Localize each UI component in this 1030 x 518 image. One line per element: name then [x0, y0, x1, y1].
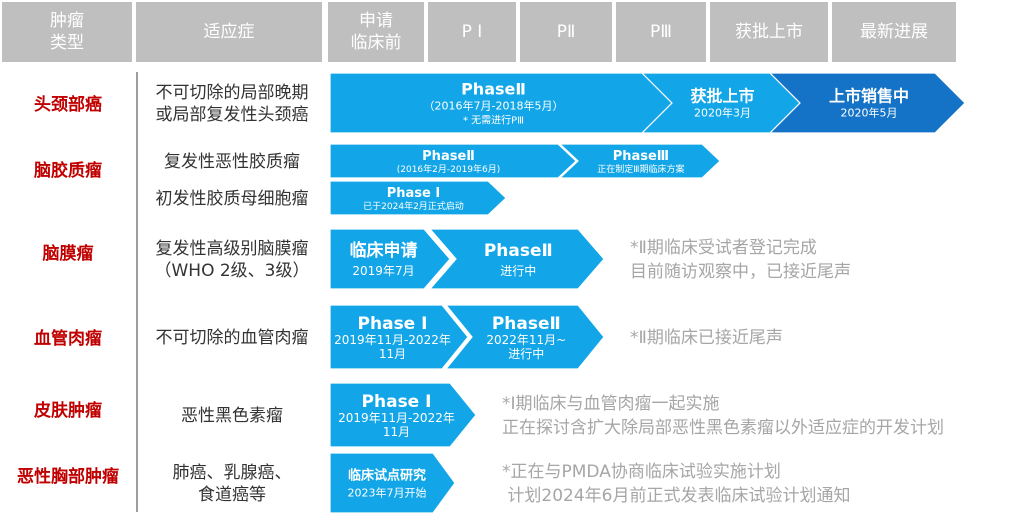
header-cell: P Ⅰ [462, 22, 483, 42]
stage-label: PhaseⅢ [613, 149, 669, 164]
stage-arrow [329, 304, 469, 370]
stage-date: 2023年7月开始 [348, 486, 427, 500]
indication-label: 恶性黑色素瘤 [181, 406, 283, 426]
stage-date: 2019年7月 [352, 264, 414, 278]
stage-date: （2016年7月-2018年5月） [424, 99, 564, 113]
stage-date: (2016年2月-2019年6月) [397, 163, 501, 175]
stage-arrow [444, 304, 605, 370]
header-cell: 申请临床前 [351, 11, 402, 53]
header-cell-bg [520, 2, 612, 62]
indication-label: 复发性恶性胶质瘤 [164, 152, 300, 172]
stage-label: 上市销售中 [829, 87, 909, 106]
tumor-type-label: 脑膜瘤 [43, 243, 94, 264]
progress-note: *Ⅱ期临床受试者登记完成目前随访观察中，已接近尾声 [630, 238, 851, 282]
stage-note: * 无需进行PⅢ [463, 114, 524, 127]
header-cell-bg [136, 2, 322, 62]
progress-note: *Ⅰ期临床与血管肉瘤一起实施正在探讨含扩大除局部恶性黑色素瘤以外适应症的开发计划 [502, 394, 944, 438]
stage-date: 2020年5月 [841, 106, 898, 120]
indication-label: 不可切除的血管肉瘤 [156, 328, 309, 348]
header-cell-bg [428, 2, 516, 62]
tumor-type-label: 血管肉瘤 [34, 328, 102, 349]
stage-label: PhaseⅡ [461, 80, 526, 99]
tumor-type-label: 恶性胸部肿瘤 [17, 466, 119, 487]
stage-label: PhaseⅡ [484, 241, 553, 261]
header-cell: 获批上市 [735, 22, 803, 42]
stage-arrow [329, 180, 507, 216]
stage-arrow [558, 143, 721, 179]
header-cell: 适应症 [204, 22, 255, 42]
stage-arrow [768, 72, 966, 134]
header-cell: 最新进展 [860, 22, 928, 42]
header-cell-bg [2, 2, 132, 62]
tumor-type-label: 头颈部癌 [34, 94, 102, 115]
stage-date: 已于2024年2月正式启动 [363, 200, 464, 212]
stage-date: 2022年11月~进行中 [486, 333, 566, 361]
stage-date: 2020年3月 [694, 106, 751, 120]
stage-label: Phase Ⅰ [358, 314, 428, 334]
stage-date: 进行中 [500, 263, 536, 278]
stage-label: 临床试点研究 [348, 468, 426, 484]
stage-arrow [329, 143, 577, 179]
stage-label: 获批上市 [690, 87, 754, 106]
header-cell: PⅢ [650, 22, 672, 42]
header-cell: PⅡ [557, 22, 576, 42]
stage-date: 正在制定Ⅲ期临床方案 [597, 163, 684, 175]
indication-label: 肺癌、乳腺癌、食道癌等 [173, 463, 292, 505]
stage-label: PhaseⅡ [422, 149, 475, 164]
stage-label: Phase Ⅰ [387, 186, 440, 201]
tumor-type-label: 脑胶质瘤 [34, 160, 102, 181]
header-cell: 肿瘤类型 [50, 11, 84, 53]
stage-arrow [329, 228, 451, 290]
progress-note: *正在与PMDA协商临床试验实施计划 计划2024年6月前正式发表临床试验计划通… [502, 462, 850, 506]
indication-label: 不可切除的局部晚期或局部复发性头颈癌 [156, 83, 309, 125]
header-cell-bg [832, 2, 956, 62]
indication-label: 初发性胶质母细胞瘤 [156, 189, 309, 209]
header-cell-bg [710, 2, 828, 62]
header-cell-bg [328, 2, 424, 62]
indication-label: 复发性高级别脑膜瘤（WHO 2级、3级） [154, 239, 309, 281]
stage-label: PhaseⅡ [492, 314, 561, 334]
stage-label: 临床申请 [350, 240, 418, 261]
stage-label: Phase Ⅰ [362, 392, 432, 412]
tumor-type-label: 皮肤肿瘤 [34, 400, 102, 421]
stage-arrow [329, 382, 477, 448]
stage-arrow [428, 228, 605, 290]
progress-note: *Ⅱ期临床已接近尾声 [630, 328, 783, 348]
header-cell-bg [616, 2, 706, 62]
stage-arrow [329, 452, 456, 514]
